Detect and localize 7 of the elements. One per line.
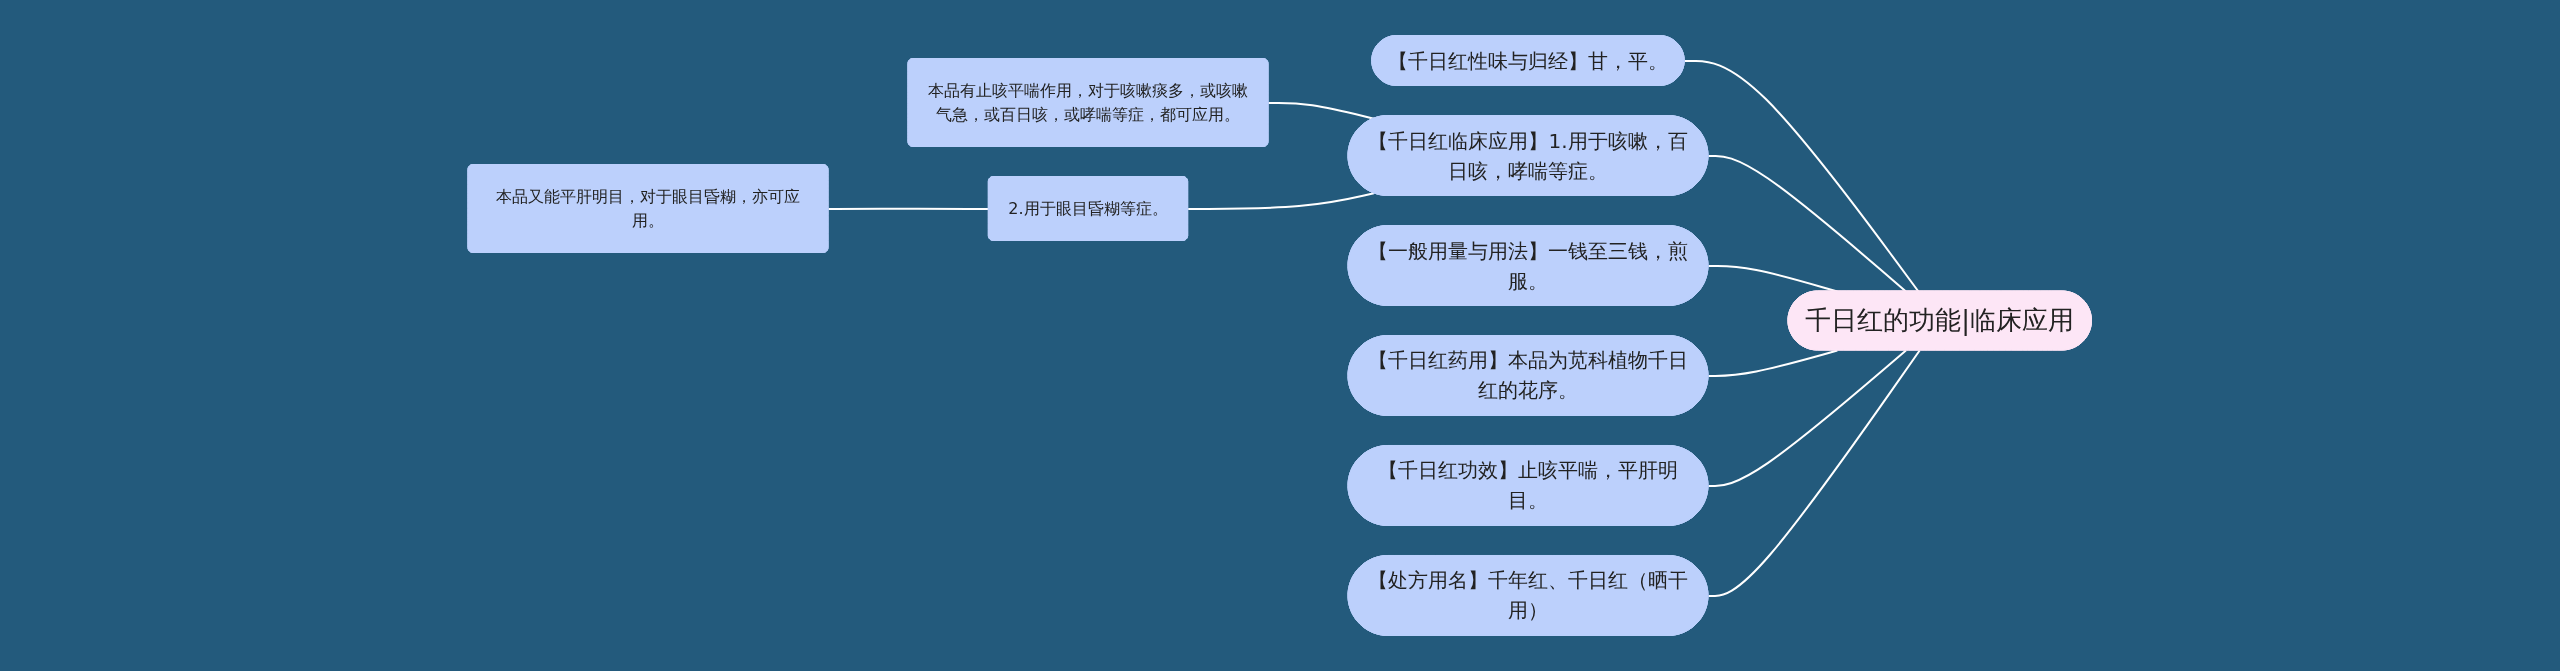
- connector: [1187, 192, 1376, 210]
- connector: [1707, 349, 1908, 487]
- connector: [1267, 101, 1376, 120]
- connector: [1684, 59, 1920, 293]
- connector: [1707, 154, 1908, 293]
- connector: [1707, 349, 1839, 377]
- connector: [1707, 349, 1921, 597]
